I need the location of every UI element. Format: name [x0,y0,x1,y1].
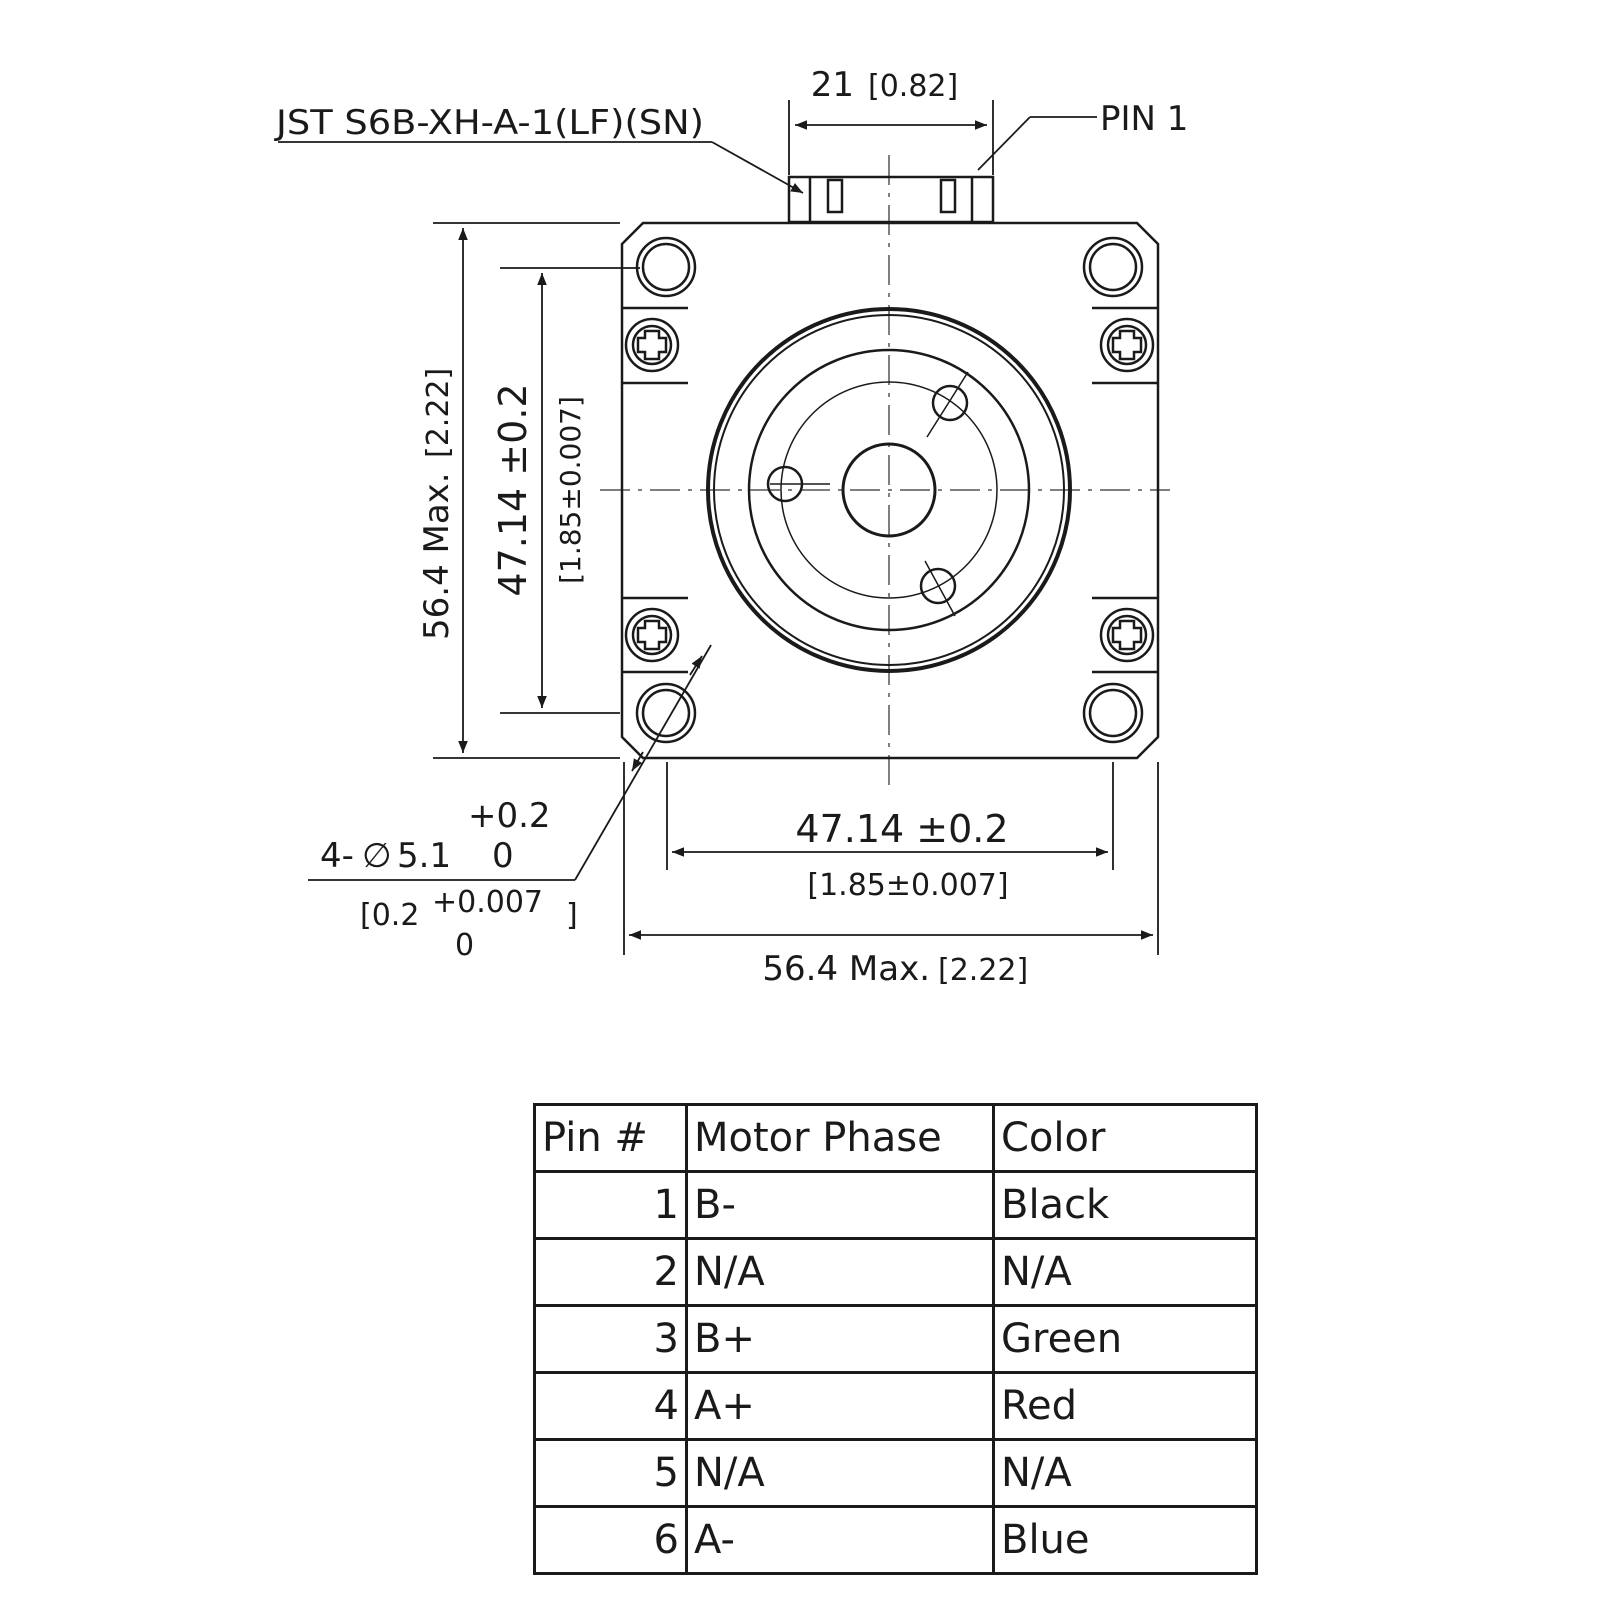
dim-left-inner-value: 47.14 ±0.2 [491,383,535,596]
hole-inch-zero: 0 [455,928,474,963]
cell-pin: 3 [533,1304,688,1374]
cell-pin: 5 [533,1438,688,1508]
table-row: 2 N/A N/A [533,1237,1258,1307]
table-row: 1 B- Black [533,1170,1258,1240]
dim-bottom-outer-value: 56.4 Max. [762,949,930,989]
hole-inch-close: ] [566,898,578,933]
cell-color: N/A [992,1438,1258,1508]
dim-top-inch: [0.82] [868,69,958,104]
dim-left-inner-inch: [1.85±0.007] [554,396,587,584]
cell-pin: 1 [533,1170,688,1240]
dim-top-value: 21 [811,65,854,105]
cell-phase: A- [685,1505,995,1575]
pilot-boss [706,307,1072,673]
table-row: 3 B+ Green [533,1304,1258,1374]
cell-color: N/A [992,1237,1258,1307]
motor-flange [620,221,1160,760]
cell-phase: N/A [685,1237,995,1307]
table-row: 6 A- Blue [533,1505,1258,1575]
dimension-lines [278,100,1159,955]
dim-bottom-inner-inch: [1.85±0.007] [807,868,1008,903]
mounting-holes [635,236,1144,744]
screw-heads [624,317,1155,663]
cell-color: Black [992,1170,1258,1240]
diameter-symbol-icon: ∅ [362,836,392,876]
cell-phase: B- [685,1170,995,1240]
dim-bottom-inner-value: 47.14 ±0.2 [795,807,1008,851]
table-row: 5 N/A N/A [533,1438,1258,1508]
dim-bottom-outer-inch: [2.22] [938,953,1028,988]
header-color: Color [992,1103,1258,1173]
header-motor-phase: Motor Phase [685,1103,995,1173]
cell-color: Red [992,1371,1258,1441]
cell-phase: A+ [685,1371,995,1441]
cell-pin: 2 [533,1237,688,1307]
cell-pin: 6 [533,1505,688,1575]
cell-color: Blue [992,1505,1258,1575]
dim-left-outer-value: 56.4 Max. [417,472,457,640]
table-header-row: Pin # Motor Phase Color [533,1103,1258,1173]
table-row: 4 A+ Red [533,1371,1258,1441]
hole-diameter-value: 5.1 [397,836,451,876]
hole-zero-tolerance: 0 [492,836,514,876]
hole-plus-tolerance: +0.2 [468,796,551,836]
header-pin: Pin # [533,1103,688,1173]
cell-phase: N/A [685,1438,995,1508]
connector-housing [787,175,995,224]
cell-phase: B+ [685,1304,995,1374]
cell-color: Green [992,1304,1258,1374]
motor-dimension-drawing: JST S6B-XH-A-1(LF)(SN) PIN 1 21 [0.82] 5… [274,65,1189,989]
pin1-label: PIN 1 [1100,99,1188,139]
hole-prefix: 4- [320,836,354,876]
hole-inch-open: [0.2 [360,898,419,933]
centerlines [600,155,1170,790]
hole-inch-plus: +0.007 [432,885,543,920]
dim-left-outer-inch: [2.22] [421,368,456,458]
pin-assignment-table: Pin # Motor Phase Color 1 B- Black 2 N/A… [533,1103,1258,1575]
connector-label: JST S6B-XH-A-1(LF)(SN) [274,103,704,143]
cell-pin: 4 [533,1371,688,1441]
